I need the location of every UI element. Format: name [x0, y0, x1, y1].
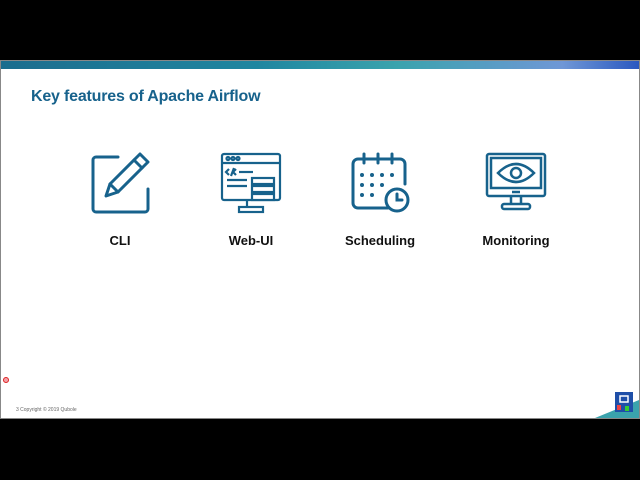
- web-code-monitor-icon: [220, 152, 282, 214]
- feature-scheduling: Scheduling: [320, 151, 440, 248]
- feature-web-ui: Web-UI: [191, 151, 311, 248]
- slide: Key features of Apache Airflow CLI Web-U…: [0, 60, 640, 419]
- pencil-edit-icon: [91, 152, 150, 214]
- qubole-logo-icon: [595, 392, 639, 418]
- feature-label: Web-UI: [228, 233, 274, 248]
- feature-label: CLI: [109, 233, 131, 248]
- monitor-eye-icon: [485, 152, 547, 211]
- laser-pointer-dot: [3, 377, 9, 383]
- calendar-clock-icon: [351, 152, 410, 213]
- feature-cli: CLI: [60, 151, 180, 248]
- slide-title: Key features of Apache Airflow: [31, 88, 261, 105]
- header-gradient-bar: [1, 61, 639, 69]
- feature-monitoring: Monitoring: [456, 151, 576, 248]
- feature-label: Monitoring: [482, 233, 550, 248]
- feature-label: Scheduling: [344, 233, 416, 248]
- slide-footer: 3 Copyright © 2019 Qubole: [16, 407, 77, 413]
